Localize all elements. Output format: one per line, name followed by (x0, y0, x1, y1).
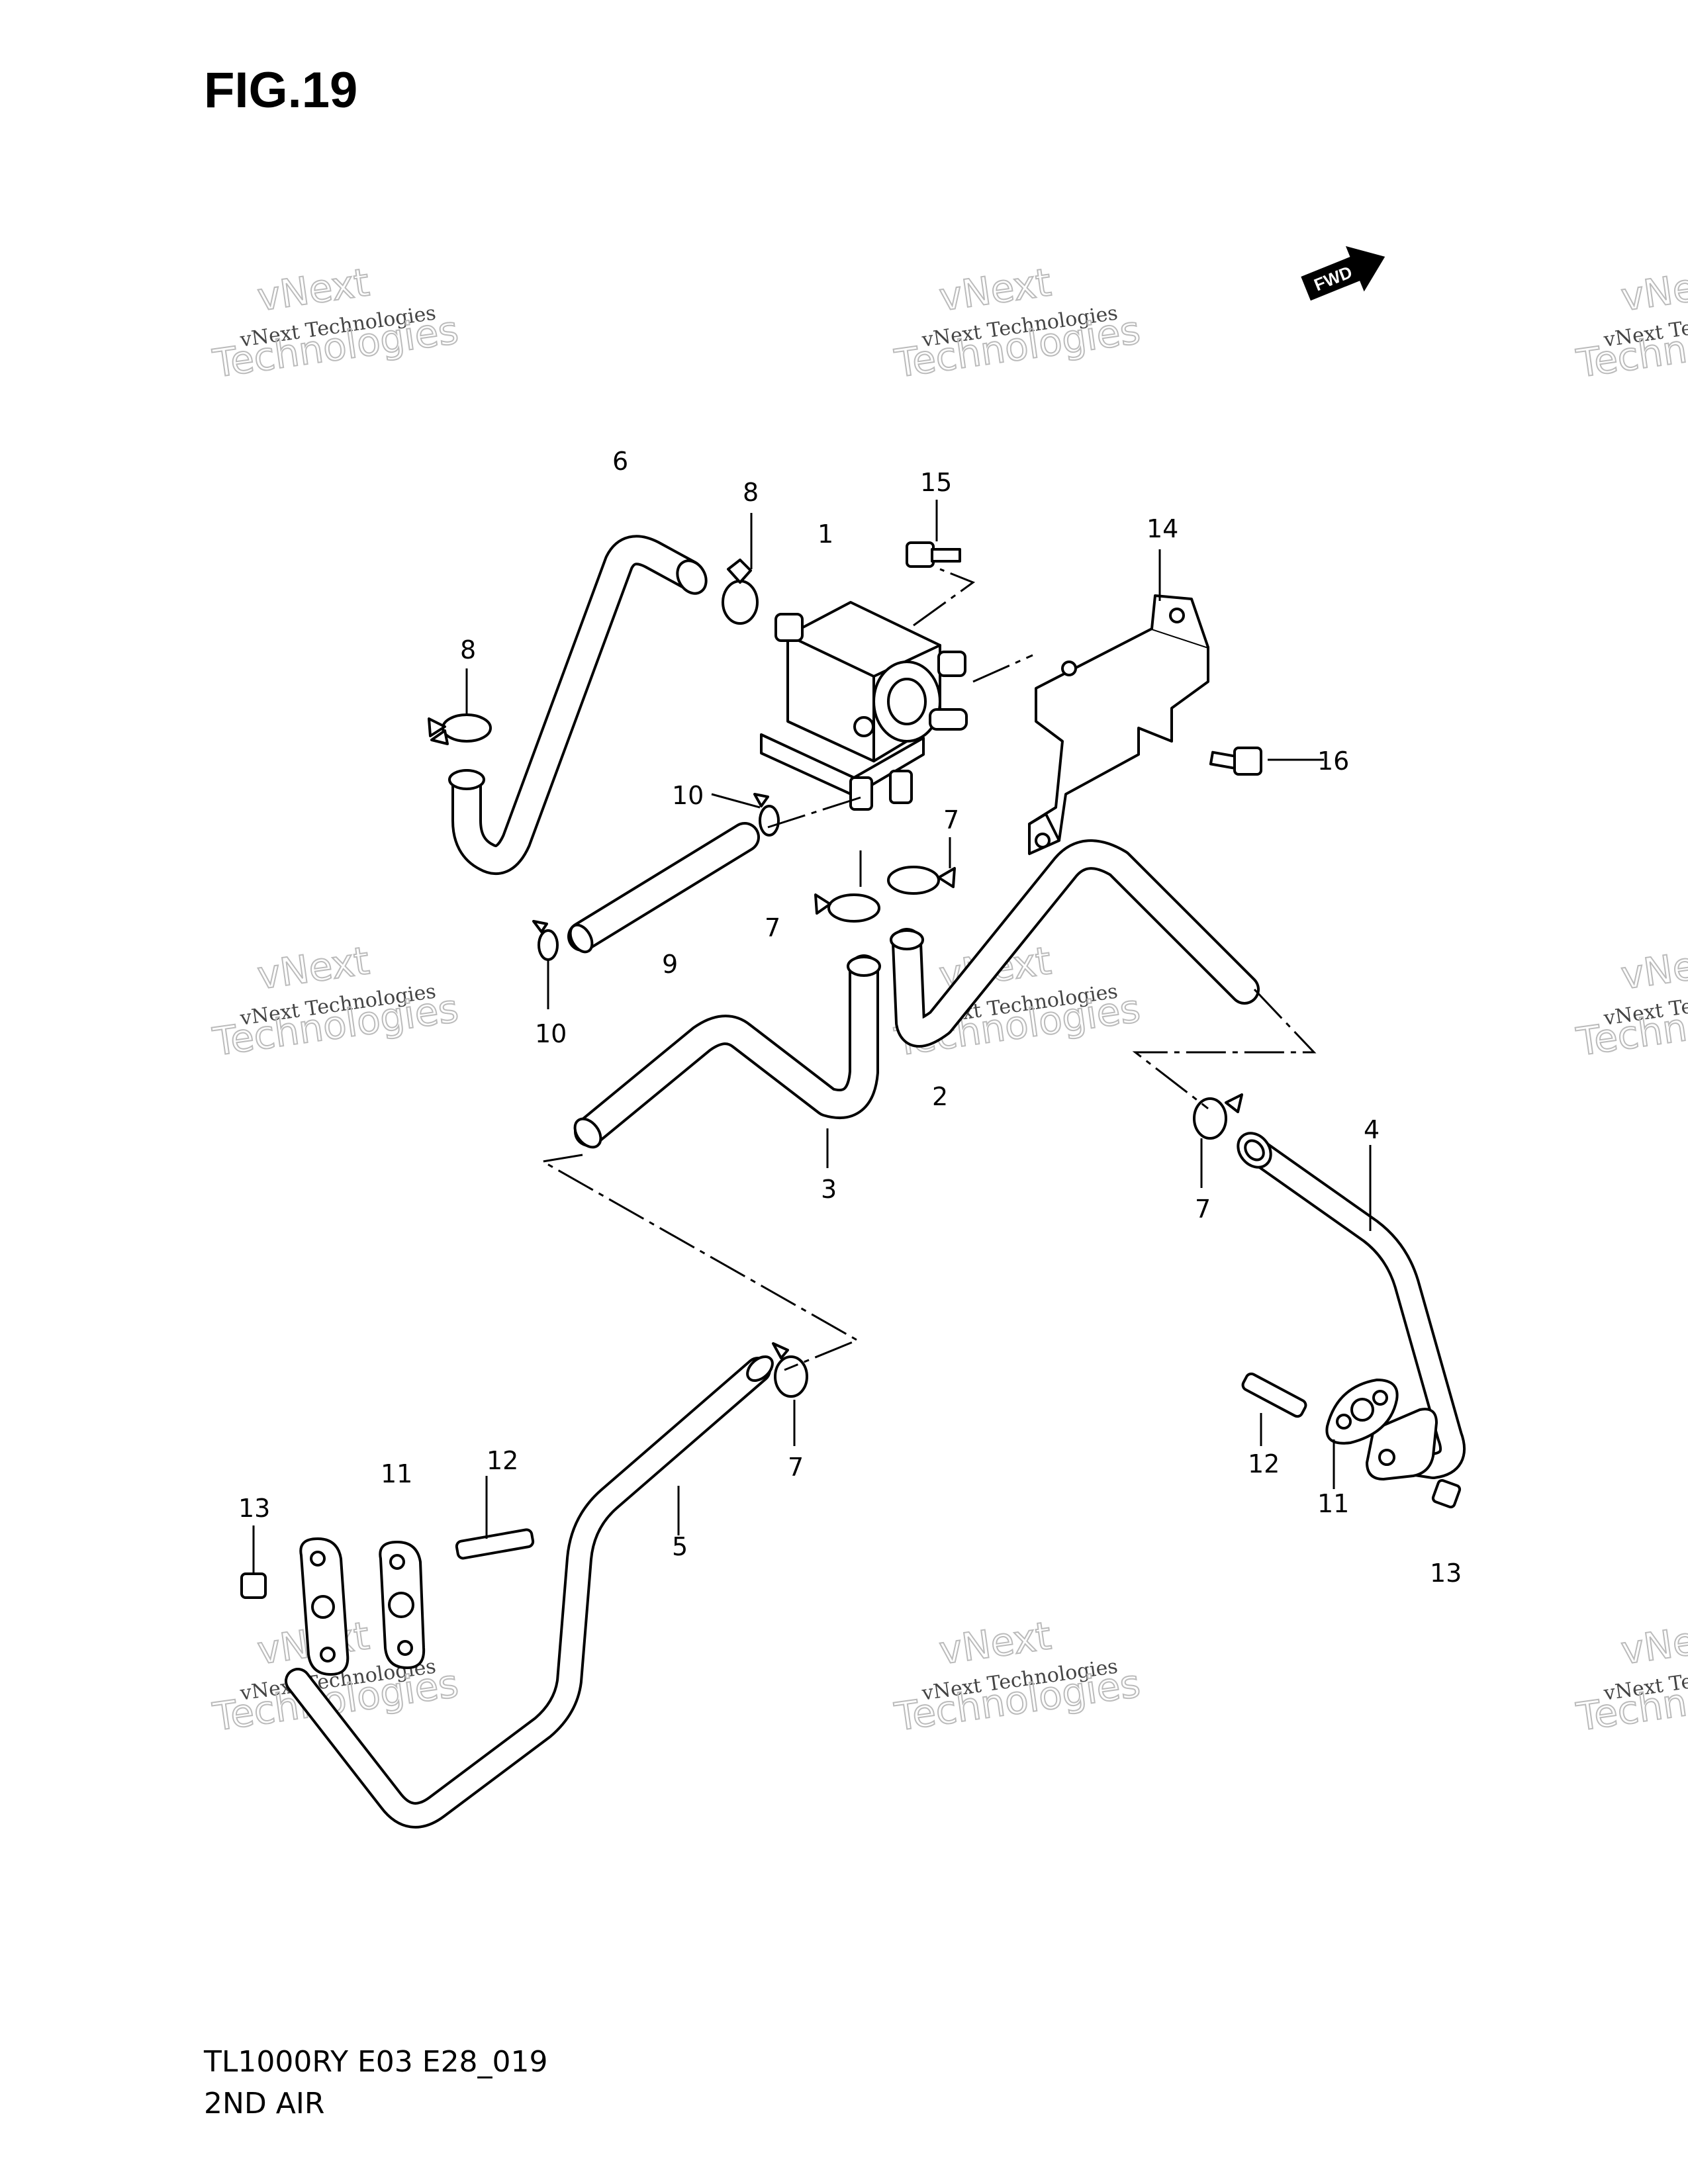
callout-7: 7 (1195, 1195, 1211, 1224)
callout-13: 13 (1430, 1559, 1462, 1588)
clamp-part-8-upper (722, 559, 759, 625)
clamp-part-8-left (428, 713, 492, 745)
stud-part-12-left (455, 1528, 535, 1560)
watermark: vNext vNext Technologies Technologies (891, 1612, 1143, 1740)
watermark-brand: vNext (1618, 259, 1688, 320)
gasket-part-11-right (1325, 1379, 1399, 1445)
hose-part-9 (567, 822, 760, 954)
callout-11: 11 (1317, 1489, 1349, 1518)
callout-15: 15 (920, 468, 952, 497)
callout-10: 10 (535, 1019, 567, 1048)
watermark-brand: vNext (937, 259, 1054, 320)
section-name: 2ND AIR (204, 2087, 324, 2120)
callout-7: 7 (943, 805, 959, 835)
callout-8: 8 (743, 478, 759, 507)
watermark-brand: vNext (255, 259, 372, 320)
connection-lines (539, 568, 1317, 1371)
hose-part-3 (573, 954, 881, 1149)
callout-13: 13 (238, 1494, 270, 1523)
pipe-part-5 (285, 1355, 774, 1829)
callout-3: 3 (821, 1175, 837, 1204)
air-valve-part-1 (760, 601, 968, 811)
fwd-arrow-icon: FWD (1301, 246, 1385, 301)
stud-part-12-right (1241, 1372, 1307, 1418)
model-code: TL1000RY E03 E28_019 (203, 2045, 548, 2079)
callout-1: 1 (818, 520, 833, 549)
nut-part-13-left (240, 1572, 267, 1599)
nut-part-13-right (1431, 1479, 1462, 1509)
watermark: vNext vNext Technologies Technologies (209, 259, 461, 387)
callout-10: 10 (672, 781, 704, 810)
callout-12: 12 (487, 1446, 518, 1475)
watermark-brand: vNext (255, 938, 372, 998)
clamp-part-7-d (772, 1342, 808, 1398)
clamp-part-10-lower (532, 920, 559, 961)
clamp-part-7-c (1193, 1093, 1243, 1140)
pipe-part-4 (1237, 1132, 1466, 1480)
callout-11: 11 (381, 1459, 412, 1488)
watermark: vNext vNext Technologies Technologies (1573, 937, 1688, 1065)
figure-title: FIG.19 (204, 62, 357, 118)
watermark-brand: vNext (937, 1613, 1054, 1673)
clamp-part-7-b (887, 866, 956, 895)
callout-2: 2 (932, 1082, 948, 1111)
callout-12: 12 (1248, 1449, 1280, 1479)
watermark: vNext vNext Technologies Technologies (891, 259, 1143, 387)
bolt-part-15 (906, 541, 961, 568)
callout-9: 9 (662, 950, 678, 979)
callout-4: 4 (1364, 1115, 1380, 1144)
callout-5: 5 (672, 1532, 688, 1561)
watermark-brand: vNext (1618, 938, 1688, 998)
bolt-part-16 (1209, 747, 1262, 776)
clamp-part-10-upper (753, 793, 780, 837)
watermark-brand: vNext (1618, 1613, 1688, 1673)
leader-lines (252, 500, 1372, 1574)
callouts: 6 8 1 15 14 8 16 10 7 7 9 10 2 3 4 7 12 … (238, 447, 1462, 1588)
gasket-part-11-left (379, 1541, 426, 1669)
callout-8: 8 (460, 635, 476, 664)
hose-part-2 (890, 839, 1260, 1048)
callout-7: 7 (765, 913, 780, 942)
clamp-part-7-a (814, 893, 880, 923)
callout-14: 14 (1147, 514, 1178, 543)
bracket-part-14 (1028, 594, 1209, 855)
callout-16: 16 (1317, 747, 1349, 776)
callout-6: 6 (612, 447, 628, 476)
hose-part-6 (448, 535, 708, 875)
watermark: vNext vNext Technologies Technologies (1573, 1612, 1688, 1740)
watermark: vNext vNext Technologies Technologies (209, 937, 461, 1065)
callout-7: 7 (788, 1453, 804, 1482)
watermark: vNext vNext Technologies Technologies (1573, 259, 1688, 387)
